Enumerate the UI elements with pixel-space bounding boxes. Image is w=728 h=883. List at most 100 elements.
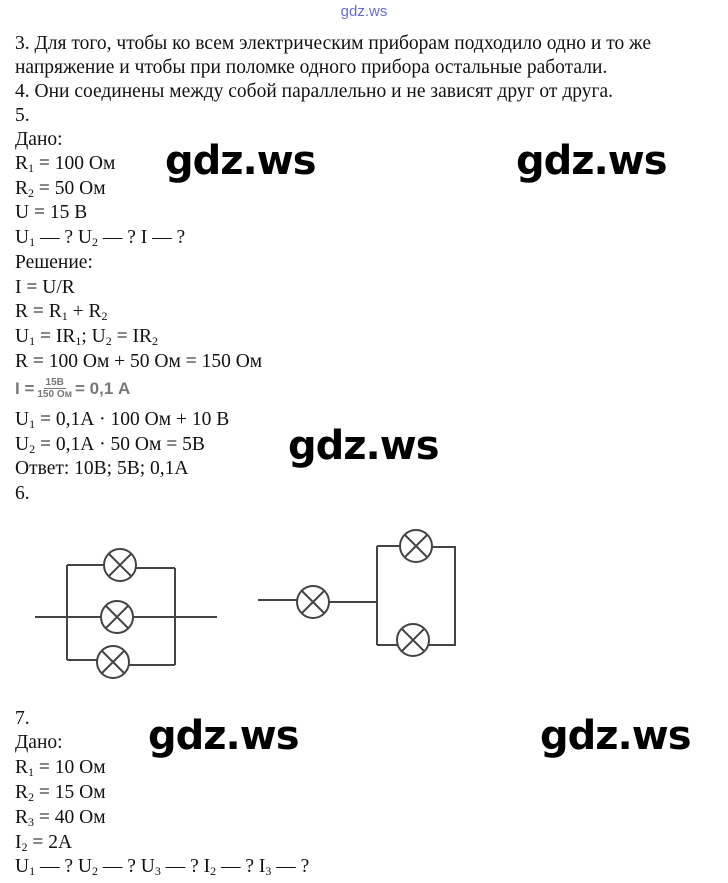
- text-segment: — ? I: [160, 856, 211, 877]
- text-line: 6.: [15, 482, 30, 506]
- text-segment: 3. Для того, чтобы ко всем электрическим…: [15, 33, 651, 54]
- text-line: Ответ: 10В; 5В; 0,1А: [15, 457, 188, 481]
- lamp-icon: [100, 600, 134, 634]
- text-line: 7.: [15, 707, 30, 731]
- text-line: R3 = 40 Ом: [15, 806, 106, 830]
- subscript: 2: [21, 840, 28, 854]
- watermark: gdz.ws: [516, 138, 668, 184]
- text-line: I = U/R: [15, 276, 75, 300]
- subscript: 2: [101, 309, 108, 323]
- lamp-icon: [296, 585, 330, 619]
- text-line: U1 — ? U2 — ? U3 — ? I2 — ? I3 — ?: [15, 855, 309, 879]
- text-line: 4. Они соединены между собой параллельно…: [15, 80, 613, 104]
- text-segment: U: [15, 409, 30, 430]
- text-segment: = 0,1А · 100 Ом + 10 В: [35, 409, 230, 430]
- text-segment: Решение:: [15, 252, 93, 273]
- text-segment: = IR: [35, 326, 76, 347]
- text-line: R1 = 10 Ом: [15, 756, 106, 780]
- watermark: gdz.ws: [540, 713, 692, 759]
- text-line: R1 = 100 Ом: [15, 152, 115, 176]
- text-segment: Ответ: 10В; 5В; 0,1А: [15, 458, 189, 479]
- text-segment: = IR: [111, 326, 152, 347]
- fraction: 15В 150 Ом: [37, 377, 72, 400]
- subscript: 2: [210, 864, 217, 878]
- text-line: 3. Для того, чтобы ко всем электрическим…: [15, 32, 651, 56]
- text-segment: ; U: [81, 326, 106, 347]
- text-segment: I: [15, 832, 22, 853]
- mixed-circuit: [258, 529, 456, 657]
- watermark: gdz.ws: [148, 713, 300, 759]
- text-line: U2 = 0,1А · 50 Ом = 5В: [15, 433, 205, 457]
- subscript: 2: [105, 334, 112, 348]
- text-segment: напряжение и чтобы при поломке одного пр…: [15, 57, 608, 78]
- text-segment: R: [15, 807, 29, 828]
- lamp-icon: [103, 548, 137, 582]
- subscript: 1: [29, 334, 36, 348]
- subscript: 2: [28, 790, 35, 804]
- text-segment: R = R: [15, 301, 62, 322]
- subscript: 2: [151, 334, 158, 348]
- text-segment: — ?: [271, 856, 310, 877]
- subscript: 2: [28, 186, 35, 200]
- text-segment: = 2A: [27, 832, 73, 853]
- lamp-icon: [399, 529, 433, 563]
- text-segment: U: [15, 326, 30, 347]
- text-segment: R: [15, 153, 29, 174]
- text-line: R = 100 Ом + 50 Ом = 150 Ом: [15, 350, 262, 374]
- site-header-link[interactable]: gdz.ws: [340, 3, 388, 20]
- text-segment: — ? U: [97, 856, 155, 877]
- text-segment: — ? I — ?: [97, 227, 186, 248]
- text-segment: 7.: [15, 708, 30, 729]
- subscript: 1: [28, 161, 35, 175]
- text-segment: = 10 Ом: [34, 757, 106, 778]
- subscript: 2: [29, 442, 36, 456]
- subscript: 1: [29, 864, 36, 878]
- subscript: 1: [61, 309, 68, 323]
- text-segment: = 40 Ом: [34, 807, 106, 828]
- subscript: 3: [28, 815, 35, 829]
- subscript: 1: [29, 417, 36, 431]
- text-line: U1 — ? U2 — ? I — ?: [15, 226, 185, 250]
- text-segment: U: [15, 227, 30, 248]
- text-segment: R: [15, 178, 29, 199]
- text-segment: Дано:: [15, 732, 63, 753]
- fraction-numerator: 15В: [43, 377, 66, 389]
- text-segment: = 0,1А · 50 Ом = 5В: [35, 434, 205, 455]
- text-segment: I = U/R: [15, 277, 75, 298]
- fraction-denominator: 150 Ом: [37, 389, 73, 400]
- text-line: Дано:: [15, 731, 63, 755]
- lamp-icon: [396, 623, 430, 657]
- text-segment: 4. Они соединены между собой параллельно…: [15, 81, 614, 102]
- text-line: напряжение и чтобы при поломке одного пр…: [15, 56, 607, 80]
- text-segment: — ? I: [216, 856, 266, 877]
- watermark: gdz.ws: [288, 423, 440, 469]
- subscript: 3: [154, 864, 161, 878]
- formula-rhs: = 0,1 А: [75, 378, 131, 398]
- text-segment: — ? U: [35, 856, 92, 877]
- text-line: R2 = 50 Ом: [15, 177, 106, 201]
- text-segment: R = 100 Ом + 50 Ом = 150 Ом: [15, 351, 263, 372]
- circuit-diagrams: [35, 529, 456, 679]
- subscript: 2: [91, 235, 98, 249]
- subscript: 1: [28, 765, 35, 779]
- text-segment: U: [15, 434, 30, 455]
- subscript: 2: [91, 864, 98, 878]
- watermark: gdz.ws: [165, 138, 317, 184]
- text-line: R2 = 15 Ом: [15, 781, 106, 805]
- text-segment: R: [15, 782, 29, 803]
- text-line: U = 15 В: [15, 201, 87, 225]
- text-segment: Дано:: [15, 129, 63, 150]
- text-segment: U = 15 В: [15, 202, 88, 223]
- text-segment: + R: [67, 301, 102, 322]
- text-segment: — ? U: [35, 227, 92, 248]
- text-line: R = R1 + R2: [15, 300, 108, 324]
- text-line: 5.: [15, 104, 30, 128]
- subscript: 1: [75, 334, 82, 348]
- text-line: Дано:: [15, 128, 63, 152]
- text-line: U1 = IR1; U2 = IR2: [15, 325, 158, 349]
- lamp-icon: [96, 645, 130, 679]
- subscript: 1: [29, 235, 36, 249]
- text-line: Решение:: [15, 251, 93, 275]
- text-segment: 6.: [15, 483, 30, 504]
- formula-lhs: I =: [15, 378, 35, 398]
